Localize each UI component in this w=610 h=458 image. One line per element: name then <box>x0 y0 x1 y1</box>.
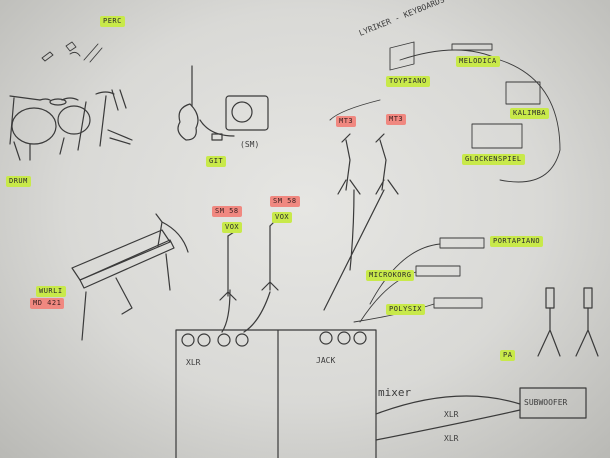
vox-right-mic-label: SM 58 <box>270 196 300 207</box>
glockenspiel-label: GLOCKENSPIEL <box>462 154 525 165</box>
perc-label: PERC <box>100 16 125 27</box>
pa-speakers <box>375 287 599 441</box>
mixer-jack-label: JACK <box>316 356 336 365</box>
xlr-cable-2-label: XLR <box>444 434 459 443</box>
keyboards-arc <box>329 41 561 183</box>
vox-right-label: VOX <box>272 212 293 223</box>
pa-label: PA <box>500 350 516 361</box>
wurli-label: WURLI <box>36 286 66 297</box>
drum-label: DRUM <box>6 176 31 187</box>
kalimba-label: KALIMBA <box>510 108 550 119</box>
wurli-keyboard <box>71 213 189 341</box>
vox-left-mic-label: SM 58 <box>212 206 242 217</box>
perc-items <box>41 41 103 63</box>
subwoofer-label: SUBWOOFER <box>524 398 568 407</box>
mixer-xlr-label: XLR <box>186 358 201 367</box>
vox-stands <box>219 221 279 301</box>
git-label: GIT <box>206 156 227 167</box>
mt3-right-label: MT3 <box>386 114 407 125</box>
vox-left-label: VOX <box>222 222 243 233</box>
microkorg-label: MICROKORG <box>366 270 415 281</box>
mixer-label: mixer <box>378 386 412 399</box>
mt3-left-label: MT3 <box>336 116 357 127</box>
mt3-stands <box>323 133 399 311</box>
git-amp-label: (SM) <box>240 140 260 149</box>
mixer-box <box>175 289 377 458</box>
xlr-cable-1-label: XLR <box>444 410 459 419</box>
drum-kit <box>9 89 133 161</box>
polysix-label: POLYSIX <box>386 304 426 315</box>
toypiano-label: TOYPIANO <box>386 76 430 87</box>
melodica-label: MELODICA <box>456 56 500 67</box>
wurli-mic-label: MD 421 <box>30 298 65 309</box>
portapiano-label: PORTAPIANO <box>490 236 544 247</box>
guitar-and-amp <box>177 65 269 141</box>
